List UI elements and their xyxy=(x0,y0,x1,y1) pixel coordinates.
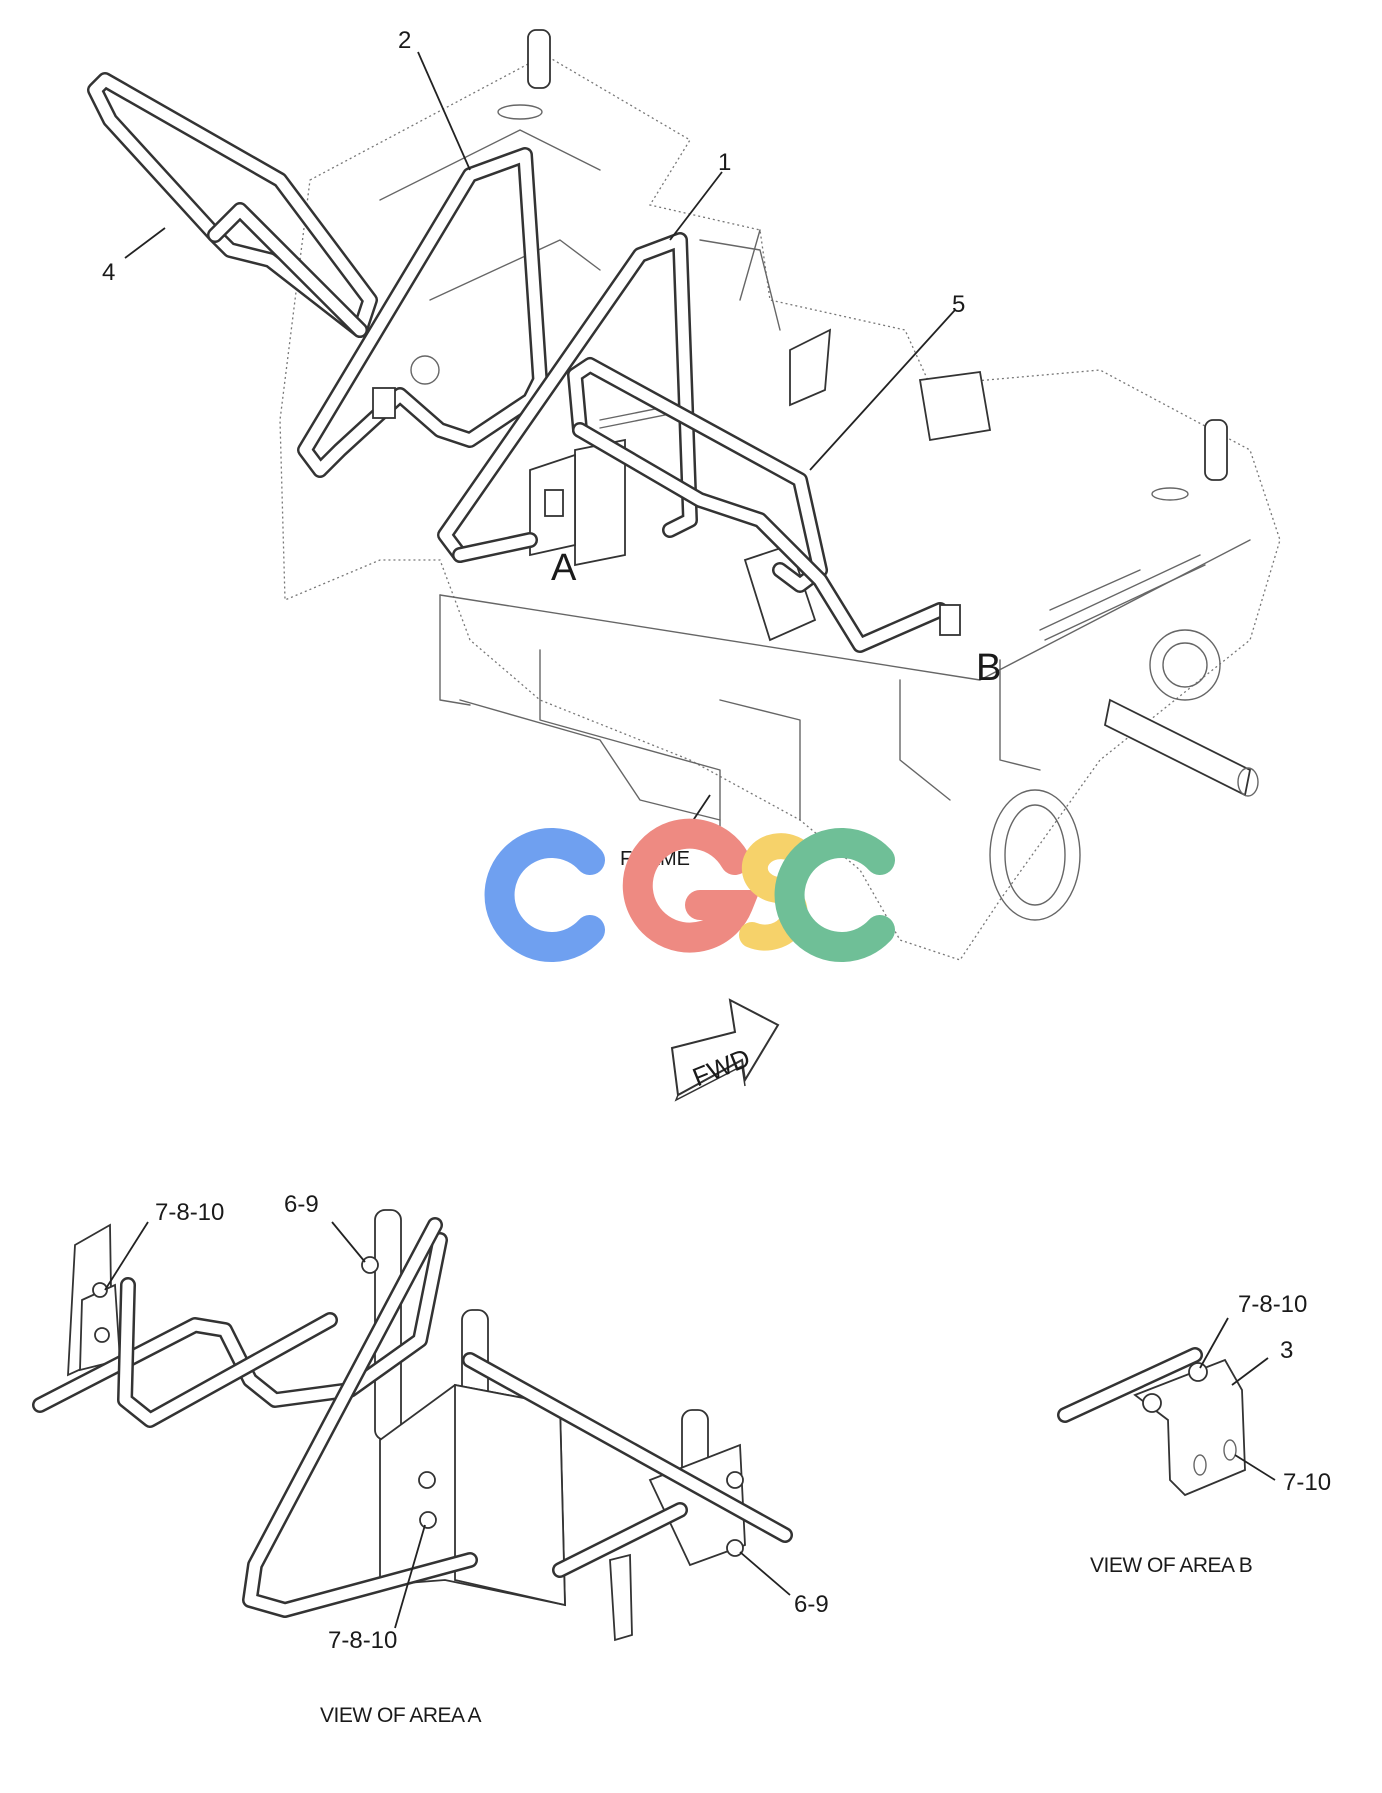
watermark-letter-c2 xyxy=(774,828,895,962)
main-leaders xyxy=(124,51,956,841)
area-a-marker: A xyxy=(551,547,577,589)
view-a-label-top-left: 7-8-10 xyxy=(155,1199,224,1226)
machine-frame xyxy=(279,29,1281,961)
bolt xyxy=(419,1511,437,1529)
callout-item-5: 5 xyxy=(952,291,965,318)
view-b-caption: VIEW OF AREA B xyxy=(1090,1554,1252,1577)
bolt xyxy=(418,1471,436,1489)
area-b-marker: B xyxy=(976,647,1001,689)
view-a-label-right: 6-9 xyxy=(794,1591,829,1618)
watermark-letter-g xyxy=(622,818,761,953)
post-top-left xyxy=(527,29,551,89)
callout-item-4: 4 xyxy=(102,259,115,286)
view-b-label-right: 7-10 xyxy=(1283,1469,1331,1496)
bolt xyxy=(361,1256,379,1274)
bolt xyxy=(92,1282,108,1298)
view-area-a xyxy=(32,1209,793,1642)
forward-arrow: FWD xyxy=(670,998,780,1102)
view-b-label-3: 3 xyxy=(1280,1337,1293,1364)
cgsc-watermark xyxy=(484,818,895,962)
callout-item-1: 1 xyxy=(718,149,731,176)
view-area-b xyxy=(1057,1317,1276,1497)
watermark-letter-c1 xyxy=(484,828,605,962)
bolt xyxy=(726,1471,744,1489)
handrails xyxy=(87,72,961,653)
view-a-label-bottom: 7-8-10 xyxy=(328,1627,397,1654)
view-a-caption: VIEW OF AREA A xyxy=(320,1704,482,1727)
view-a-label-top-mid: 6-9 xyxy=(284,1191,319,1218)
bolt xyxy=(726,1539,744,1557)
bolt xyxy=(94,1327,110,1343)
view-b-label-top: 7-8-10 xyxy=(1238,1291,1307,1318)
post-top-right xyxy=(1204,419,1228,481)
callout-item-2: 2 xyxy=(398,27,411,54)
watermark-letter-s xyxy=(739,833,818,951)
